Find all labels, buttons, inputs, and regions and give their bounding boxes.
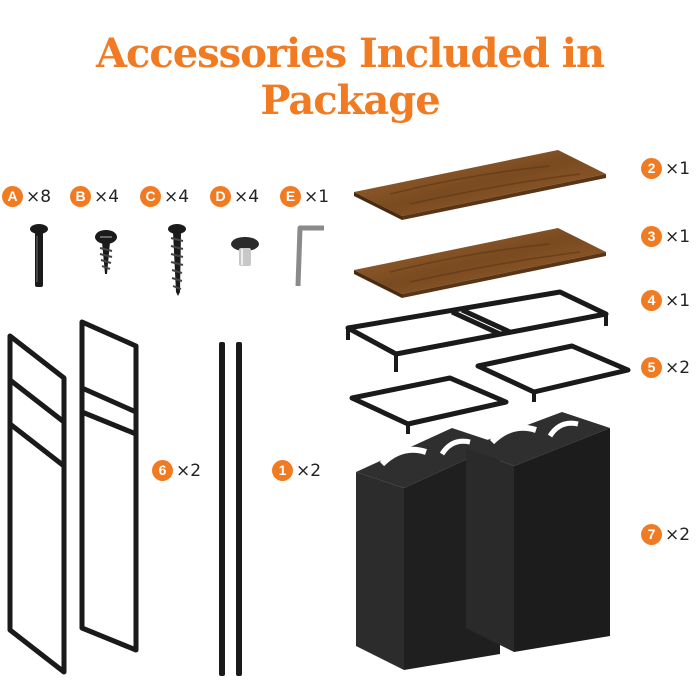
qty-6: ×2	[176, 460, 202, 481]
qty-3: ×1	[665, 226, 691, 247]
qty-e: ×1	[304, 186, 330, 207]
badge-b: B	[70, 186, 91, 207]
qty-5: ×2	[665, 357, 691, 378]
part-label-2: 2×1	[641, 158, 690, 179]
laundry-bag-icon-right	[466, 412, 610, 652]
qty-d: ×4	[234, 186, 260, 207]
badge-5: 5	[641, 357, 662, 378]
badge-c: C	[140, 186, 161, 207]
qty-1: ×2	[296, 460, 322, 481]
allen-key-icon	[295, 225, 324, 287]
page-title: Accessories Included in Package	[95, 30, 605, 124]
screw-icon	[95, 230, 117, 274]
badge-1: 1	[272, 460, 293, 481]
badge-4: 4	[641, 290, 662, 311]
part-label-3: 3×1	[641, 226, 690, 247]
bolt-icon	[30, 224, 48, 287]
part-label-5: 5×2	[641, 357, 690, 378]
small-frame-icon-right	[475, 343, 631, 402]
metal-frame-icon	[345, 289, 609, 372]
foot-pad-icon	[231, 237, 259, 266]
hardware-label-e: E×1	[280, 186, 329, 207]
wood-shelf-icon-3	[354, 228, 606, 298]
part-label-6: 6×2	[152, 460, 201, 481]
hardware-label-d: D×4	[210, 186, 259, 207]
wood-shelf-icon-2	[354, 150, 606, 220]
long-screw-icon	[168, 224, 186, 296]
badge-2: 2	[641, 158, 662, 179]
badge-7: 7	[641, 524, 662, 545]
badge-e: E	[280, 186, 301, 207]
part-label-7: 7×2	[641, 524, 690, 545]
badge-3: 3	[641, 226, 662, 247]
qty-a: ×8	[26, 186, 52, 207]
side-frame-icon-right	[79, 319, 139, 653]
qty-b: ×4	[94, 186, 120, 207]
part-label-4: 4×1	[641, 290, 690, 311]
hardware-label-c: C×4	[140, 186, 189, 207]
qty-7: ×2	[665, 524, 691, 545]
hardware-label-a: A×8	[2, 186, 51, 207]
side-frame-icon-left	[7, 333, 67, 675]
part-label-1: 1×2	[272, 460, 321, 481]
support-pole-icon	[219, 342, 242, 676]
qty-c: ×4	[164, 186, 190, 207]
qty-2: ×1	[665, 158, 691, 179]
badge-d: D	[210, 186, 231, 207]
badge-a: A	[2, 186, 23, 207]
small-frame-icon-left	[349, 375, 509, 434]
badge-6: 6	[152, 460, 173, 481]
qty-4: ×1	[665, 290, 691, 311]
hardware-label-b: B×4	[70, 186, 119, 207]
